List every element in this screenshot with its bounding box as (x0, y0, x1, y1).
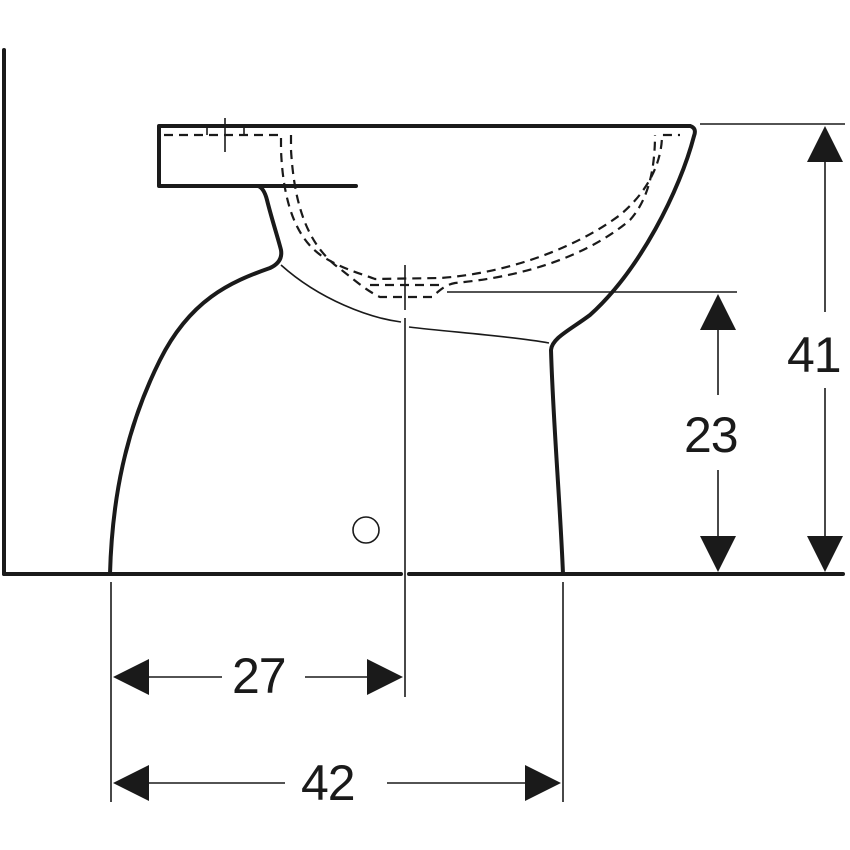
dim-label-outlet-height: 23 (684, 407, 739, 463)
dim-label-base-depth: 42 (301, 755, 356, 811)
trap-dashed-outer (164, 133, 680, 281)
dim-23-arrow-down (700, 536, 736, 572)
dim-41-arrow-down (807, 536, 843, 572)
rear-connector-block (157, 124, 692, 188)
dim-27-arrow-right (367, 659, 403, 695)
dim-41-arrow-up (807, 126, 843, 162)
dim-23-arrow-up (700, 294, 736, 330)
bowl-front-outline (549, 124, 697, 576)
dim-42-arrow-right (525, 765, 561, 801)
fixing-hole (352, 516, 380, 544)
dim-27-arrow-left (113, 659, 149, 695)
dim-42-arrow-left (113, 765, 149, 801)
trap-outer-contour (280, 264, 402, 323)
trap-dashed-inner (289, 134, 657, 299)
trap-outer-contour-right (408, 326, 550, 344)
bowl-rear-outline (108, 184, 284, 576)
dim-label-outlet-distance: 27 (232, 648, 287, 704)
dim-label-total-height: 41 (787, 327, 842, 383)
